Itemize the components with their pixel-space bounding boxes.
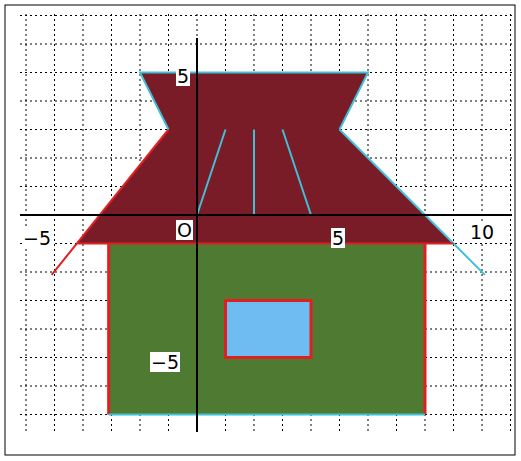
axis-label: 10 [469, 222, 495, 242]
grid-line [453, 14, 454, 432]
grid [20, 14, 512, 432]
grid-line [26, 14, 27, 432]
grid-line [20, 15, 512, 16]
axis-label: −5 [150, 352, 180, 372]
axis-label: −5 [22, 228, 52, 248]
roof-line [197, 130, 226, 216]
frame [5, 5, 515, 455]
grid-line [20, 243, 512, 244]
x-axis [20, 214, 512, 216]
grid-line [20, 44, 512, 45]
grid-line [83, 14, 84, 432]
grid-line [197, 14, 198, 432]
wall-edge [107, 244, 110, 415]
roof [77, 73, 453, 244]
roof-line [253, 130, 255, 216]
house [52, 73, 485, 415]
wall-edge [424, 244, 427, 415]
y-axis [196, 38, 198, 432]
grid-line [510, 14, 511, 432]
axes [20, 38, 512, 432]
roof-edge [340, 130, 485, 275]
house-body [109, 244, 425, 415]
axis-label: 5 [331, 228, 345, 248]
roof-edge [77, 243, 453, 245]
grid-line [20, 215, 512, 216]
roof-line [283, 130, 312, 216]
axis-label: 5 [176, 66, 190, 86]
ground-edge [109, 414, 425, 416]
grid-line [54, 14, 55, 432]
grid-line [20, 414, 512, 415]
roof-edge [52, 130, 169, 275]
axis-label: O [176, 220, 193, 240]
window [226, 301, 312, 358]
roof-edge [140, 73, 368, 130]
